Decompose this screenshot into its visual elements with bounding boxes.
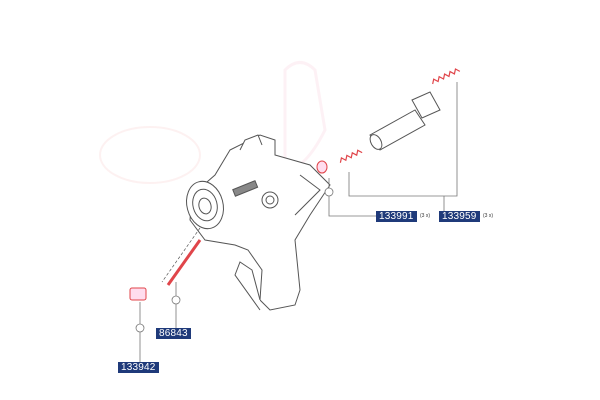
seal-133991: [316, 160, 328, 174]
part-label-133942[interactable]: 133942: [118, 362, 159, 373]
part-qty-133959: (3 x): [483, 213, 493, 219]
part-qty-133991: (3 x): [420, 213, 430, 219]
nozzle-133942: [129, 287, 147, 301]
part-label-133991[interactable]: 133991: [376, 211, 417, 222]
part-label-133959[interactable]: 133959: [439, 211, 480, 222]
pin-86843: [166, 239, 202, 286]
part-label-86843[interactable]: 86843: [156, 328, 191, 339]
spring-133991: [339, 149, 363, 163]
spray-gun-body: [186, 134, 331, 311]
spring-133959: [432, 68, 461, 85]
needle-housing: [369, 91, 441, 151]
